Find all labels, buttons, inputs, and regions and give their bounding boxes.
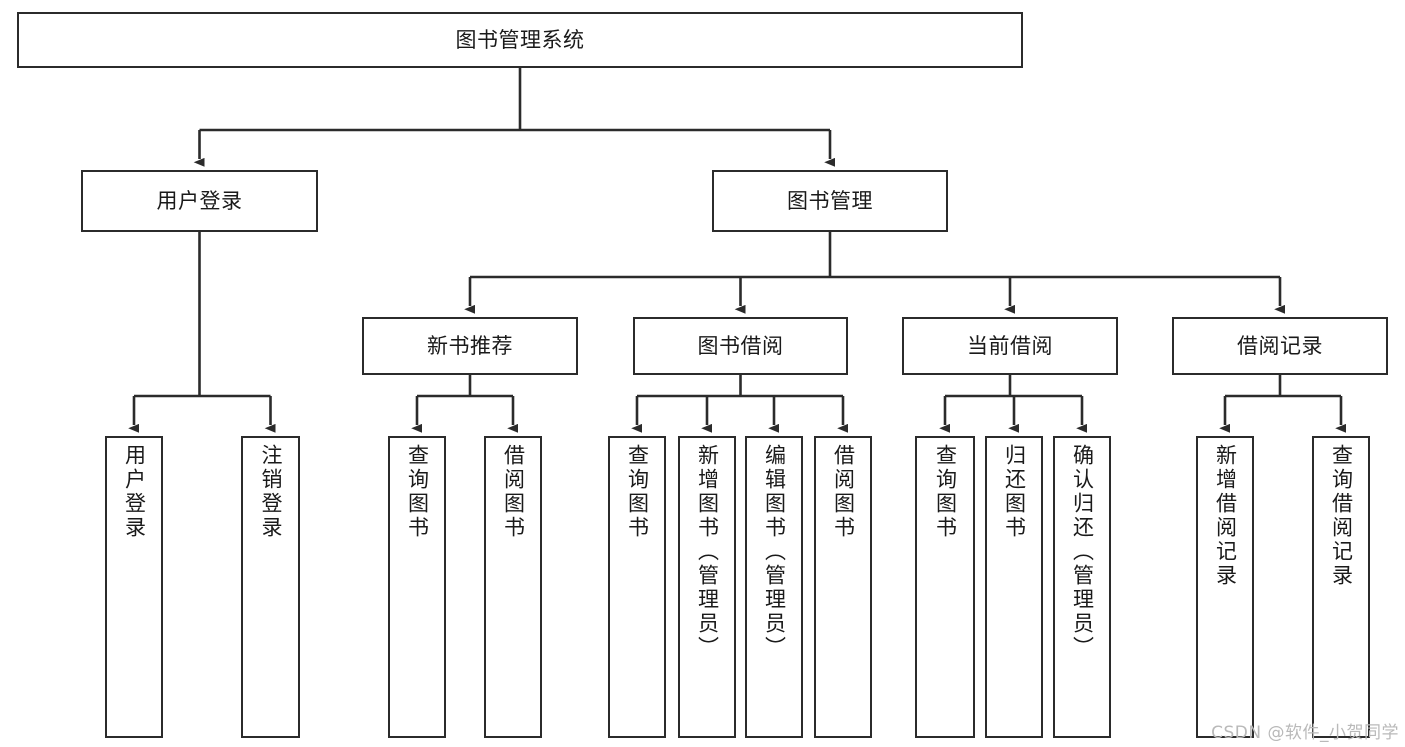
node-label: 编辑图书（管理员）	[762, 444, 787, 660]
node-label: 图书管理	[787, 188, 873, 213]
node-label: 新增图书（管理员）	[695, 444, 720, 660]
node-label: 查询图书	[625, 444, 650, 540]
node-label: 查询图书	[933, 444, 958, 540]
node-l13[interactable]: 查询借阅记录	[1312, 436, 1370, 738]
node-label: 新书推荐	[427, 333, 513, 358]
node-label: 查询图书	[405, 444, 430, 540]
node-borrow[interactable]: 图书借阅	[633, 317, 848, 375]
node-l9[interactable]: 查询图书	[915, 436, 975, 738]
node-label: 当前借阅	[967, 333, 1053, 358]
node-l4[interactable]: 借阅图书	[484, 436, 542, 738]
node-l3[interactable]: 查询图书	[388, 436, 446, 738]
node-label: 借阅图书	[831, 444, 856, 540]
node-label: 图书借阅	[697, 333, 784, 358]
node-l5[interactable]: 查询图书	[608, 436, 666, 738]
node-label: 用户登录	[156, 188, 243, 213]
node-l8[interactable]: 借阅图书	[814, 436, 872, 738]
node-l11[interactable]: 确认归还（管理员）	[1053, 436, 1111, 738]
node-current[interactable]: 当前借阅	[902, 317, 1118, 375]
node-label: 用户登录	[122, 444, 147, 540]
node-bookmgmt[interactable]: 图书管理	[712, 170, 948, 232]
watermark: CSDN @软件_小贺同学	[1211, 723, 1399, 743]
node-l12[interactable]: 新增借阅记录	[1196, 436, 1254, 738]
node-label: 确认归还（管理员）	[1070, 444, 1095, 660]
node-root[interactable]: 图书管理系统	[17, 12, 1023, 68]
node-label: 图书管理系统	[455, 27, 585, 52]
node-l2[interactable]: 注销登录	[241, 436, 300, 738]
node-label: 新增借阅记录	[1213, 444, 1238, 588]
node-label: 借阅记录	[1237, 333, 1323, 358]
node-label: 注销登录	[259, 444, 283, 540]
node-l6[interactable]: 新增图书（管理员）	[678, 436, 736, 738]
node-l10[interactable]: 归还图书	[985, 436, 1043, 738]
node-label: 借阅图书	[501, 444, 526, 540]
node-login[interactable]: 用户登录	[81, 170, 318, 232]
node-label: 查询借阅记录	[1329, 444, 1354, 588]
node-label: 归还图书	[1002, 444, 1027, 540]
node-l7[interactable]: 编辑图书（管理员）	[745, 436, 803, 738]
node-records[interactable]: 借阅记录	[1172, 317, 1388, 375]
node-l1[interactable]: 用户登录	[105, 436, 163, 738]
node-newbook[interactable]: 新书推荐	[362, 317, 578, 375]
